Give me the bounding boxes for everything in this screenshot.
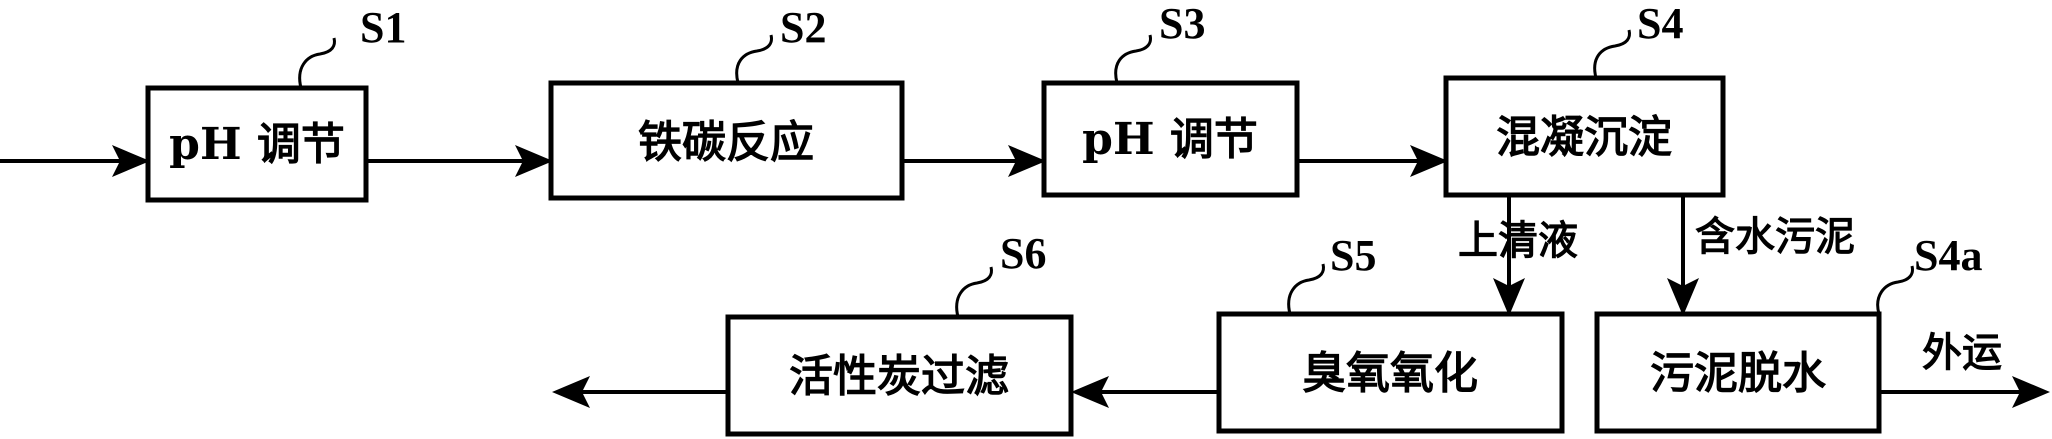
arrow-s2-to-s3	[902, 145, 1046, 177]
step-label-text: S2	[780, 3, 826, 52]
arrowhead	[515, 145, 553, 177]
step-label-text: S4	[1637, 0, 1683, 48]
leader-curve	[1114, 34, 1152, 84]
arrowhead	[1667, 278, 1699, 316]
arrow-s5-to-s6	[1071, 376, 1219, 408]
node-s2-text: 铁碳反应	[638, 117, 814, 168]
arrowhead	[1008, 145, 1046, 177]
node-s3: pH 调节	[1041, 80, 1300, 198]
arrow-input-to-s1	[0, 145, 150, 177]
node-s4a-text: 污泥脱水	[1650, 348, 1827, 399]
node-s6: 活性炭过滤	[725, 314, 1074, 437]
node-s3-box	[1041, 80, 1300, 198]
node-s1-box	[145, 85, 369, 203]
step-label-s1: S1	[298, 3, 406, 89]
node-s5: 臭氧氧化	[1216, 311, 1565, 434]
arrowhead	[1410, 145, 1448, 177]
arrow-s4-to-s5	[1493, 195, 1525, 316]
step-label-text: S1	[360, 3, 406, 52]
step-label-s4: S4	[1593, 0, 1683, 79]
node-s6-text: 活性炭过滤	[789, 351, 1009, 402]
node-s1-text: pH 调节	[169, 119, 345, 170]
arrow-s3-to-s4	[1297, 145, 1448, 177]
node-s4a-box	[1594, 311, 1882, 434]
step-label-text: S6	[1000, 229, 1046, 278]
leader-curve	[1287, 263, 1325, 315]
node-s4-box	[1443, 75, 1726, 198]
node-s2: 铁碳反应	[548, 80, 905, 201]
node-s4a: 污泥脱水	[1594, 311, 1882, 434]
step-label-s3: S3	[1114, 0, 1205, 84]
arrowhead	[1071, 376, 1109, 408]
leader-curve	[1876, 265, 1914, 315]
edge-label-supernatant: 上清液	[1458, 217, 1578, 264]
node-s5-box	[1216, 311, 1565, 434]
arrow-s1-to-s2	[366, 145, 553, 177]
node-s6-box	[725, 314, 1074, 437]
step-label-text: S5	[1330, 231, 1376, 280]
step-label-s2: S2	[735, 3, 826, 84]
edge-label-wet-sludge: 含水污泥	[1695, 213, 1855, 260]
node-s2-box	[548, 80, 905, 201]
node-s4: 混凝沉淀	[1443, 75, 1726, 198]
edge-label-export: 外运	[1922, 329, 2002, 376]
leader-curve	[1593, 29, 1631, 79]
arrowhead	[552, 376, 590, 408]
arrow-s6-output	[552, 376, 728, 408]
node-s3-text: pH 调节	[1082, 114, 1258, 165]
leader-curve	[735, 34, 773, 84]
leader-curve	[298, 37, 336, 89]
leader-curve	[955, 266, 993, 318]
step-label-text: S3	[1159, 0, 1205, 48]
step-label-s5: S5	[1287, 231, 1376, 315]
node-s1: pH 调节	[145, 85, 369, 203]
arrowhead	[2012, 376, 2050, 408]
node-s5-text: 臭氧氧化	[1302, 348, 1478, 399]
step-label-s4a: S4a	[1876, 231, 1982, 315]
node-s4-text: 混凝沉淀	[1496, 112, 1672, 163]
step-label-text: S4a	[1914, 231, 1982, 280]
arrow-s4-to-s4a	[1667, 195, 1699, 316]
arrow-s4a-out	[1879, 376, 2050, 408]
arrowhead	[112, 145, 150, 177]
arrowhead	[1493, 278, 1525, 316]
step-label-s6: S6	[955, 229, 1046, 318]
